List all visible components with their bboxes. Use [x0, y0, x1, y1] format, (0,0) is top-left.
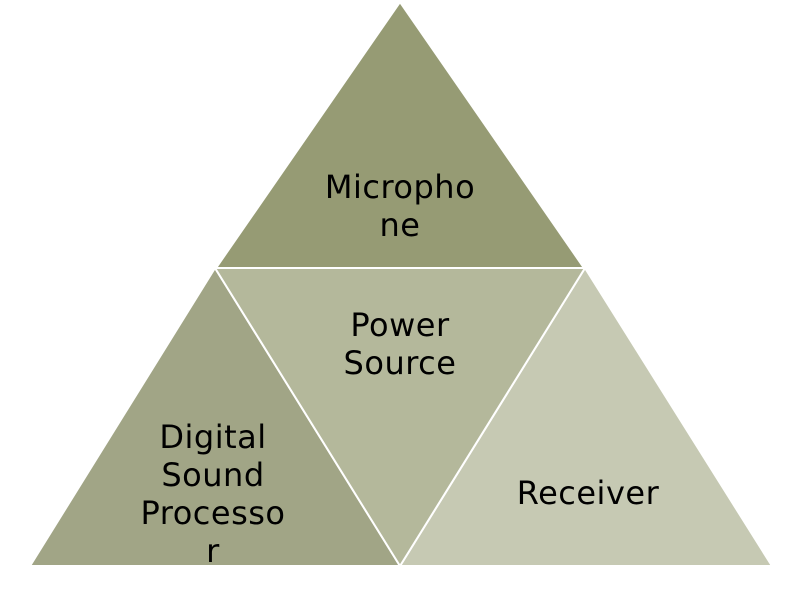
digital-sound-processor-label-line-2: Sound [161, 456, 265, 494]
power-source-label: Power Source [300, 306, 500, 382]
digital-sound-processor-label-line-1: Digital [159, 418, 267, 456]
triangle-power-source [213, 267, 587, 568]
microphone-label-line-2: ne [379, 206, 421, 244]
digital-sound-processor-label: Digital Sound Processo r [118, 418, 308, 570]
microphone-label: Micropho ne [300, 168, 500, 244]
digital-sound-processor-label-line-4: r [206, 532, 220, 570]
digital-sound-processor-label-line-3: Processo [140, 494, 286, 532]
microphone-label-line-1: Micropho [324, 168, 476, 206]
power-source-label-line-1: Power [350, 306, 450, 344]
receiver-label-line-1: Receiver [516, 474, 660, 512]
receiver-label: Receiver [490, 474, 686, 512]
power-source-label-line-2: Source [343, 344, 457, 382]
